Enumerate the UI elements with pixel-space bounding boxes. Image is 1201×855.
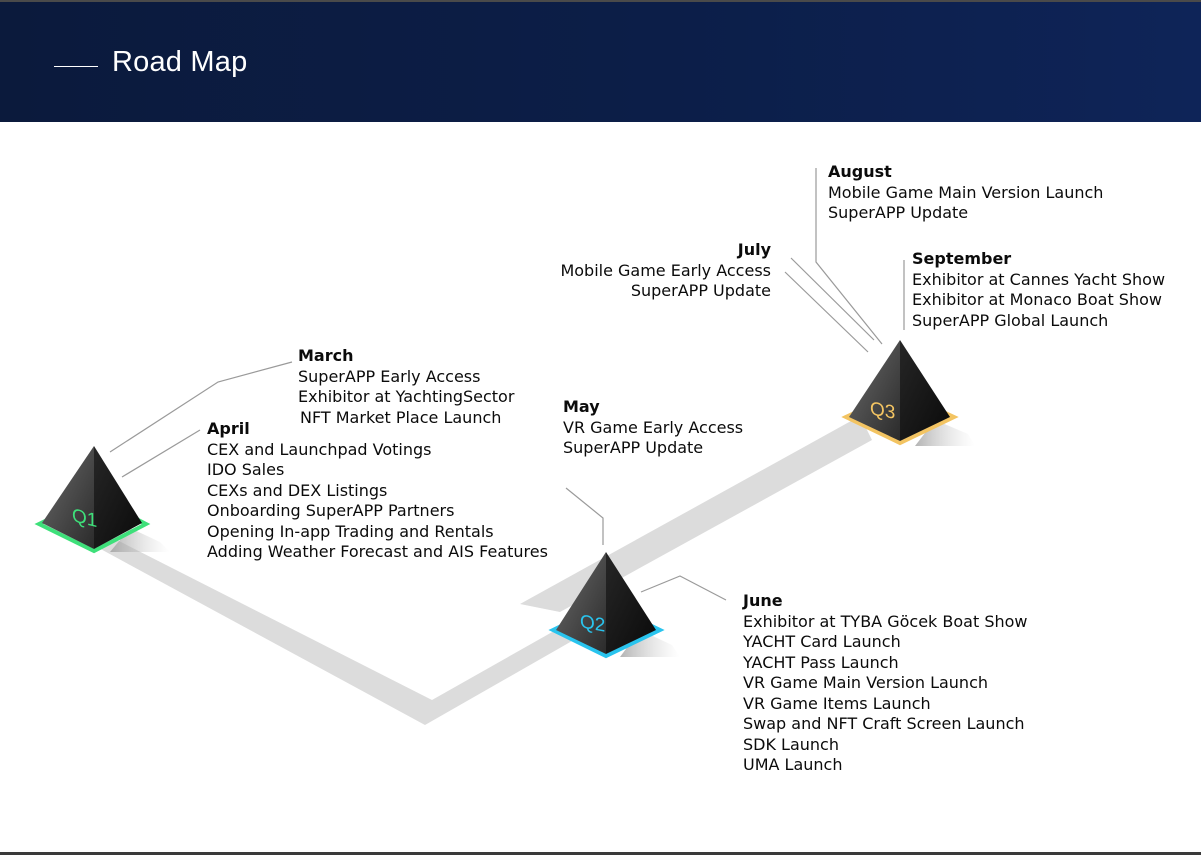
milestone-september: September Exhibitor at Cannes Yacht Show… [912, 249, 1165, 331]
path-segment-q1-q2 [84, 540, 600, 725]
month-heading: June [743, 591, 783, 610]
month-heading: April [207, 419, 250, 438]
q2-face-right [606, 552, 656, 654]
milestone-item: Onboarding SuperAPP Partners [207, 501, 455, 520]
milestone-item: Exhibitor at Monaco Boat Show [912, 290, 1162, 309]
milestone-item: Mobile Game Early Access [560, 260, 771, 280]
milestone-item: Opening In-app Trading and Rentals [207, 521, 494, 541]
connector-may [565, 487, 604, 545]
connector-march [109, 361, 293, 453]
milestone-may: May VR Game Early Access SuperAPP Update [563, 397, 743, 459]
milestone-item: SuperAPP Update [563, 438, 704, 457]
milestone-item: CEXs and DEX Listings [207, 480, 388, 500]
milestone-item: CEX and Launchpad Votings [207, 439, 432, 459]
milestone-item: YACHT Pass Launch [743, 652, 899, 672]
month-heading: May [563, 397, 600, 416]
q3-label: Q3 [870, 399, 895, 424]
milestone-june: June Exhibitor at TYBA Göcek Boat Show Y… [743, 591, 1028, 776]
q3-face-right [900, 340, 950, 441]
q1-face-left [42, 446, 94, 549]
page-title: Road Map [112, 46, 248, 78]
milestone-item: Exhibitor at YachtingSector [298, 387, 515, 406]
milestone-item: SuperAPP Global Launch [912, 310, 1109, 330]
milestone-item: Exhibitor at TYBA Göcek Boat Show [743, 611, 1028, 631]
milestone-item: VR Game Early Access [563, 417, 744, 437]
q1-pyramid: Q1 [34, 446, 170, 554]
milestone-item: VR Game Main Version Launch [743, 673, 989, 692]
milestone-item: Exhibitor at Cannes Yacht Show [912, 269, 1166, 289]
connector-july-b [784, 271, 869, 353]
bottom-border [0, 852, 1201, 855]
top-border [0, 0, 1201, 2]
milestone-item: NFT Market Place Launch [300, 407, 502, 427]
milestone-item: SDK Launch [743, 734, 839, 754]
milestone-item: SuperAPP Update [630, 281, 771, 300]
milestone-april: April CEX and Launchpad Votings IDO Sale… [207, 419, 548, 563]
milestone-item: UMA Launch [743, 755, 843, 774]
milestone-item: Swap and NFT Craft Screen Launch [743, 714, 1025, 733]
month-heading: July [737, 240, 771, 259]
milestone-item: YACHT Card Launch [743, 632, 901, 651]
milestone-item: VR Game Items Launch [743, 693, 931, 713]
connector-lines [109, 168, 905, 601]
month-heading: August [828, 162, 892, 181]
title-accent-line [54, 66, 98, 67]
milestone-march: March SuperAPP Early Access Exhibitor at… [298, 346, 514, 428]
milestone-august: August Mobile Game Main Version Launch S… [828, 162, 1103, 224]
q3-pyramid: Q3 [841, 340, 975, 446]
milestone-item: SuperAPP Early Access [298, 366, 481, 386]
connector-july-a [790, 257, 875, 341]
q1-face-right [94, 446, 142, 549]
milestone-item: IDO Sales [207, 460, 285, 479]
q3-face-left [849, 340, 900, 441]
milestone-item: Adding Weather Forecast and AIS Features [207, 542, 548, 561]
milestone-july: July Mobile Game Early Access SuperAPP U… [560, 240, 771, 302]
milestone-item: SuperAPP Update [828, 203, 969, 222]
header-banner: Road Map [0, 2, 1201, 122]
month-heading: March [298, 346, 354, 365]
connector-april [121, 429, 201, 478]
connector-june [640, 575, 727, 601]
milestone-item: Mobile Game Main Version Launch [828, 182, 1104, 202]
q2-label: Q2 [580, 611, 605, 636]
q2-pyramid: Q2 [548, 552, 680, 659]
month-heading: September [912, 249, 1012, 268]
connector-august [815, 168, 883, 345]
q2-face-left [556, 552, 606, 654]
